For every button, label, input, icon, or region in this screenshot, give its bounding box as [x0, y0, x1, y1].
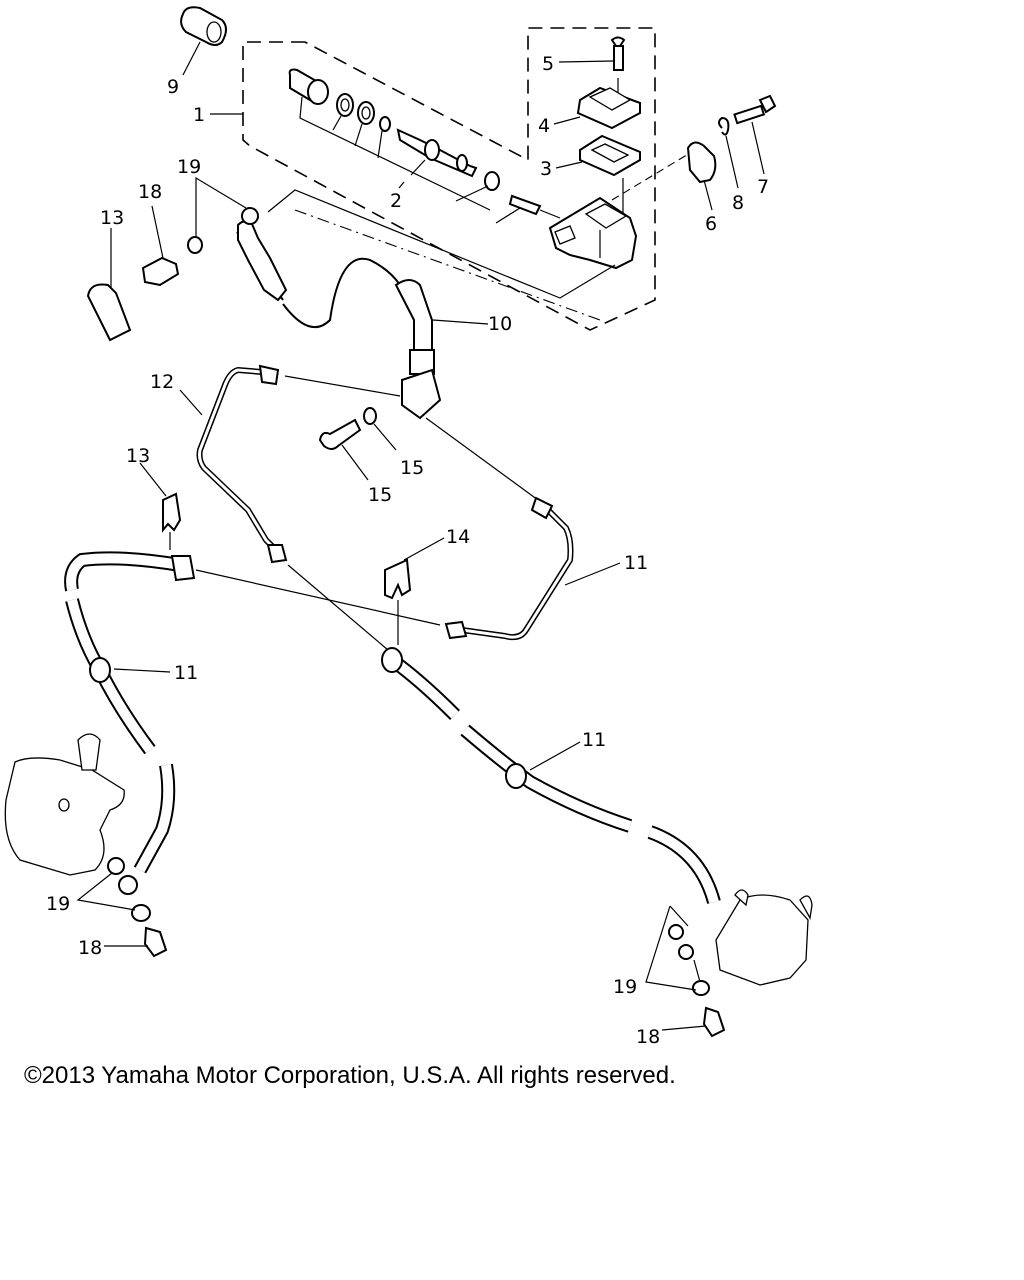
- part-17-gasket[interactable]: 15: [363, 407, 424, 479]
- part-16-union-bolt[interactable]: 15: [318, 418, 392, 506]
- part-4-reservoir-cap[interactable]: 4: [538, 86, 641, 137]
- callout-18-right: 18: [636, 1026, 660, 1048]
- caliper-left[interactable]: 19 18: [4, 733, 168, 959]
- callout-13: 12: [150, 371, 174, 393]
- callout-11-left: 11: [174, 662, 198, 684]
- part-3-diaphragm[interactable]: 3: [540, 134, 641, 228]
- callout-19-left: 19: [46, 893, 70, 915]
- part-11-brake-hose-right[interactable]: 11: [381, 647, 721, 904]
- part-13-brake-pipe[interactable]: 12: [150, 364, 401, 564]
- part-15-clip-center[interactable]: 14: [384, 526, 470, 645]
- callout-6: 6: [705, 213, 717, 235]
- copyright-notice: ©2013 Yamaha Motor Corporation, U.S.A. A…: [24, 1062, 676, 1089]
- part-2-piston-kit[interactable]: 2: [288, 68, 500, 212]
- caliper-right[interactable]: 19 18: [613, 889, 813, 1048]
- part-9-cap[interactable]: 9: [167, 6, 227, 98]
- part-18-bolt-top[interactable]: 18: [138, 181, 180, 287]
- callout-16: 15: [368, 484, 392, 506]
- part-14-cap[interactable]: 13: [86, 207, 132, 342]
- part-19-gasket-top[interactable]: 19: [177, 156, 259, 254]
- callout-12: 11: [624, 552, 648, 574]
- callout-11-right: 11: [582, 729, 606, 751]
- callout-3: 3: [540, 158, 552, 180]
- part-8-washer[interactable]: 8: [718, 116, 744, 214]
- part-12-brake-pipe[interactable]: 11: [425, 417, 648, 641]
- part-15-clip-left[interactable]: 13: [126, 445, 182, 550]
- callout-19-top: 19: [177, 156, 201, 178]
- callout-10: 10: [488, 313, 512, 335]
- callout-18-left: 18: [78, 937, 102, 959]
- callout-15-center: 14: [446, 526, 470, 548]
- assembly-boundary-1: [242, 27, 656, 331]
- parts-diagram: 9 1 2 5 4: [4, 6, 813, 1048]
- callout-8: 8: [732, 192, 744, 214]
- callout-15-left: 13: [126, 445, 150, 467]
- callout-9: 9: [167, 76, 179, 98]
- callout-7: 7: [757, 176, 769, 198]
- part-6-holder[interactable]: 6: [686, 141, 717, 235]
- callout-5: 5: [542, 53, 554, 75]
- callout-1: 1: [193, 104, 205, 126]
- callout-14: 13: [100, 207, 124, 229]
- callout-18-top: 18: [138, 181, 162, 203]
- master-cylinder-body[interactable]: [495, 149, 696, 270]
- part-1-kit[interactable]: 1: [193, 104, 243, 126]
- callout-19-right: 19: [613, 976, 637, 998]
- part-7-bolt[interactable]: 7: [733, 94, 777, 198]
- callout-4: 4: [538, 115, 550, 137]
- part-11-brake-hose-left[interactable]: 11: [64, 551, 441, 895]
- callout-17: 15: [400, 457, 424, 479]
- callout-2: 2: [390, 190, 402, 212]
